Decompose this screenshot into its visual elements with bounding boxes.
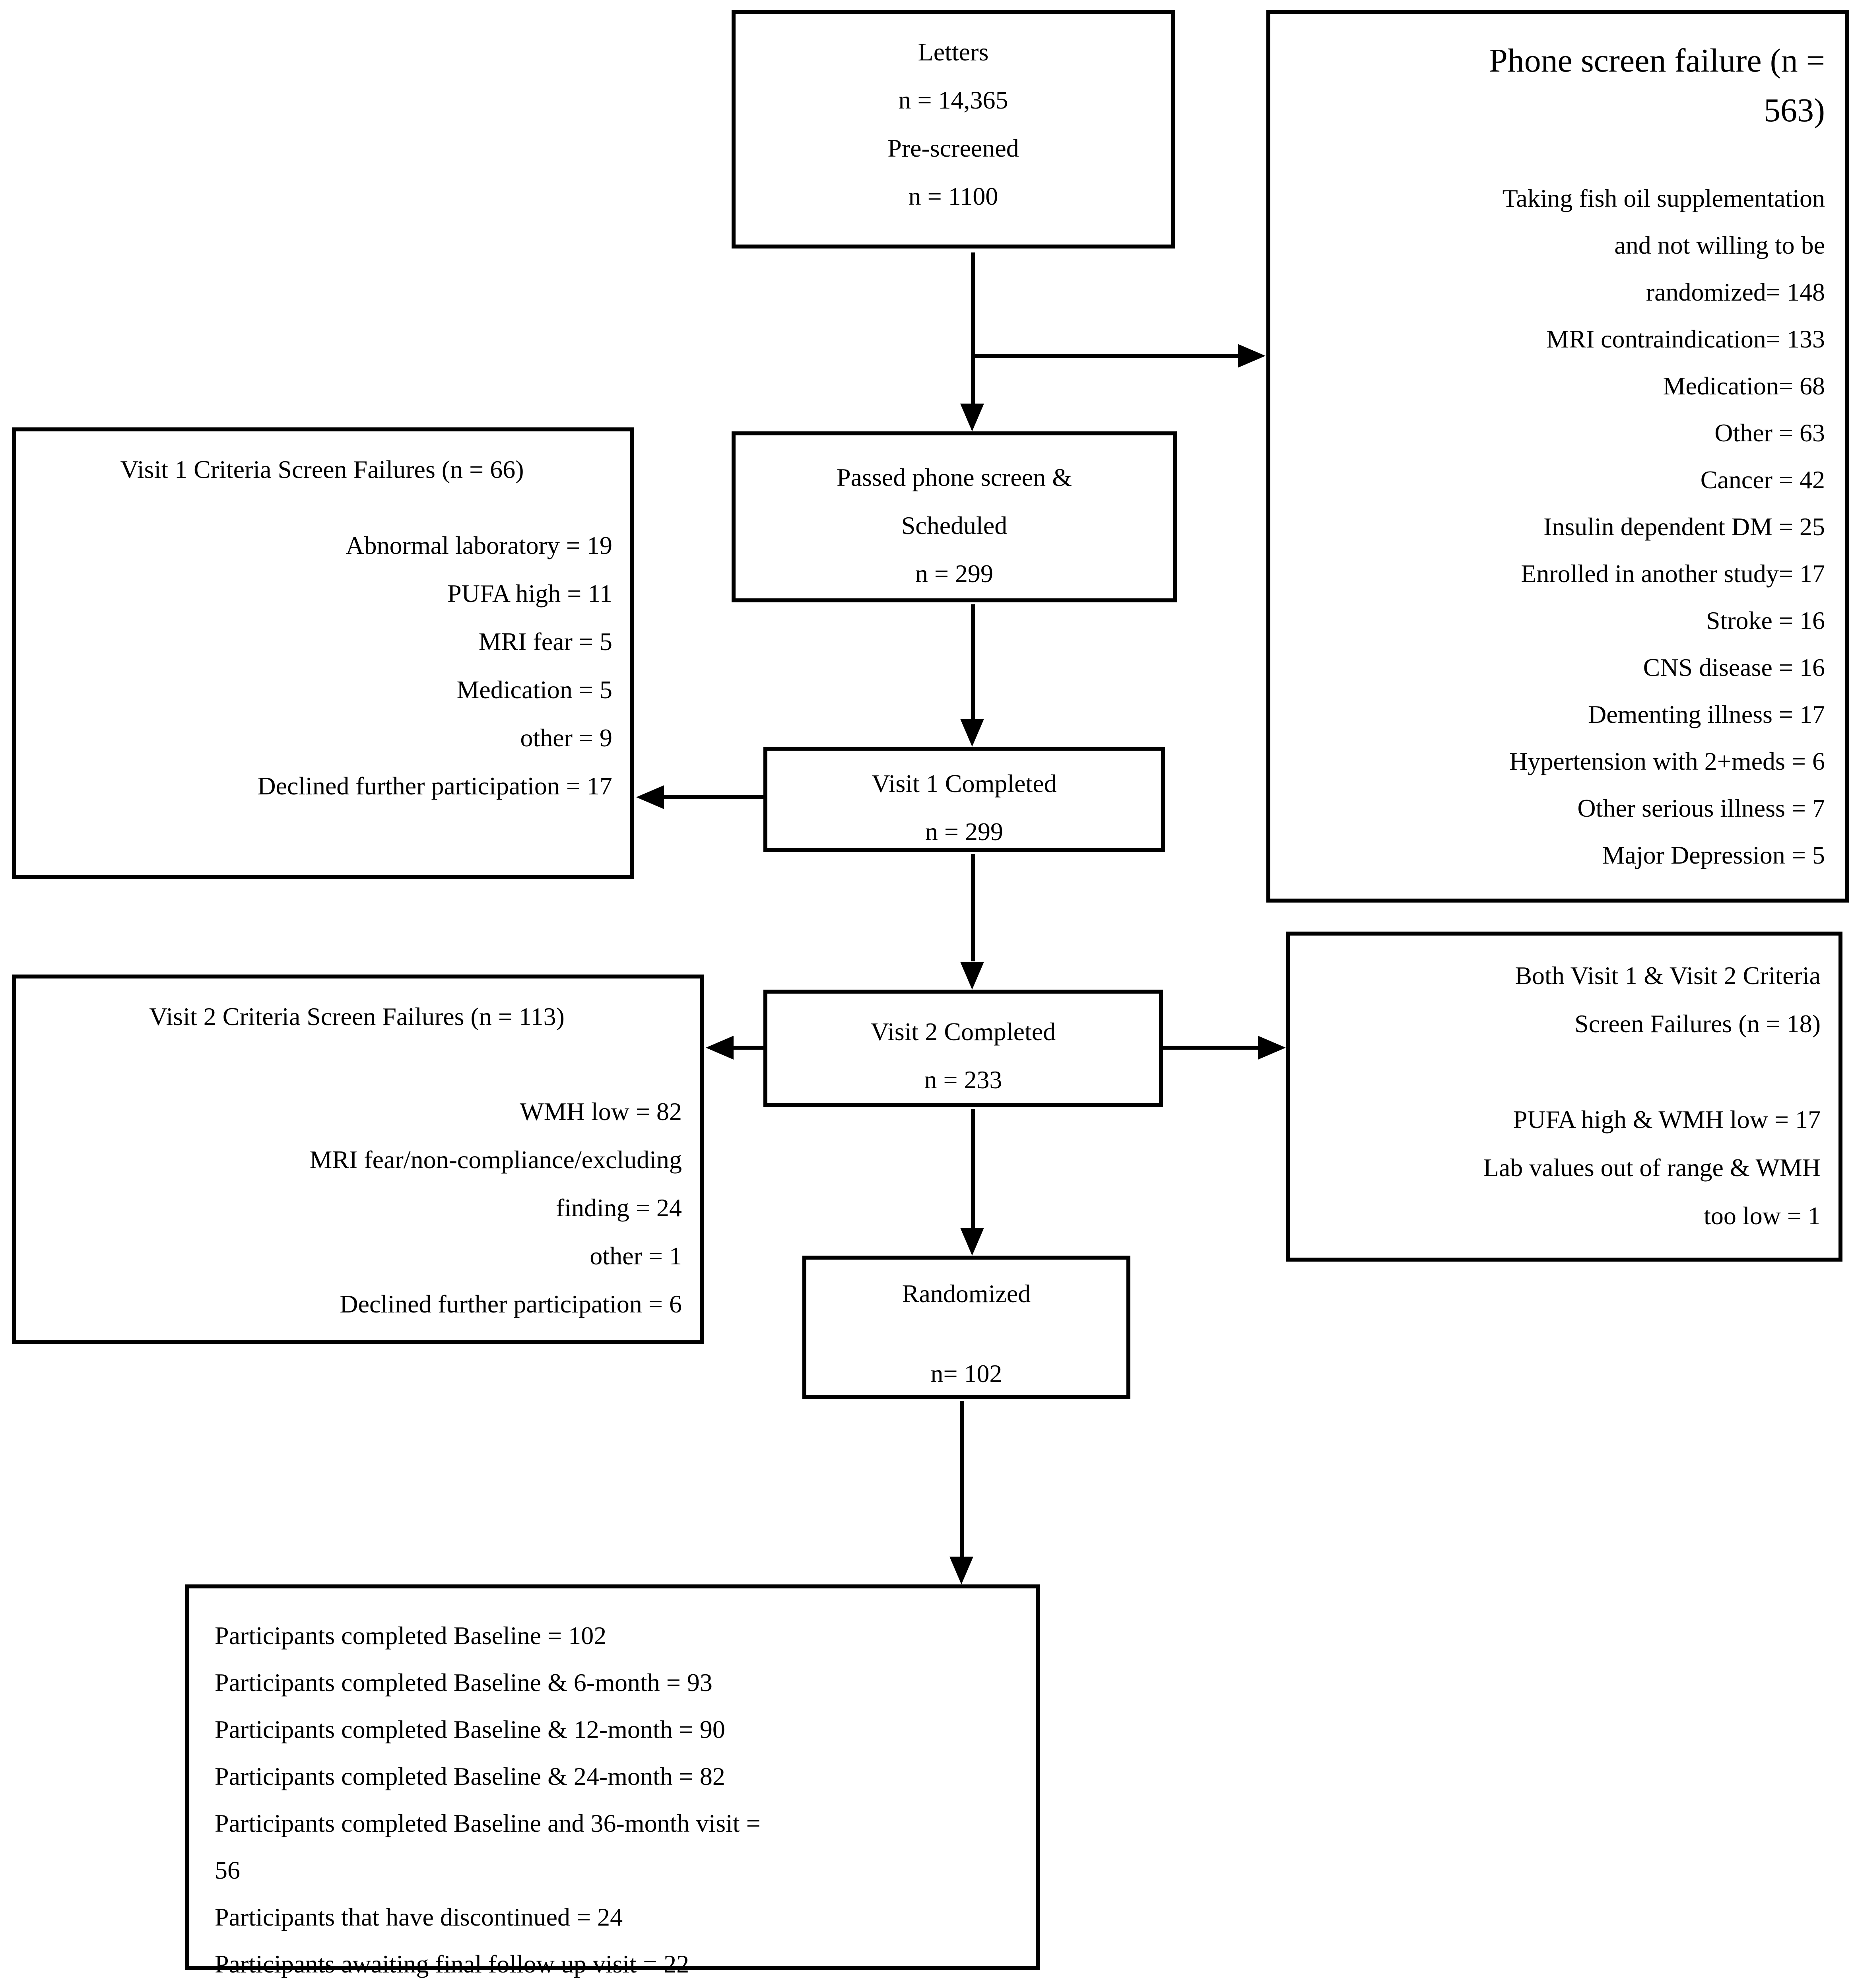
failure-reason: Declined further participation = 6	[340, 1290, 682, 1318]
participants-line: Participants completed Baseline and 36-m…	[215, 1809, 761, 1837]
arrowhead-into-both-failures	[1258, 1036, 1286, 1060]
arrowhead-into-passed	[960, 404, 984, 431]
failure-reason: Insulin dependent DM = 25	[1543, 513, 1825, 541]
failure-reason: Stroke = 16	[1706, 606, 1825, 635]
visit1-criteria-failures-items: Abnormal laboratory = 19 PUFA high = 11 …	[32, 521, 612, 810]
visit2-completed-box: Visit 2 Completed n = 233	[763, 990, 1163, 1107]
connector-letters-to-passed	[971, 252, 975, 410]
prescreened-n: n = 1100	[908, 182, 998, 210]
failure-reason: too low = 1	[1704, 1202, 1821, 1230]
failure-reason: Major Depression = 5	[1602, 841, 1825, 869]
letters-n: n = 14,365	[898, 86, 1008, 114]
failure-reason: PUFA high = 11	[447, 579, 612, 608]
connector-visit2-to-randomized	[971, 1109, 975, 1228]
failure-reason: MRI fear = 5	[478, 627, 612, 656]
failure-reason: Medication= 68	[1663, 372, 1825, 400]
participants-line: Participants that have discontinued = 24	[215, 1903, 623, 1931]
participants-line: Participants completed Baseline & 12-mon…	[215, 1715, 725, 1743]
failure-reason: PUFA high & WMH low = 17	[1513, 1105, 1821, 1134]
visit1-criteria-failures-box: Visit 1 Criteria Screen Failures (n = 66…	[12, 427, 634, 879]
failure-reason: Declined further participation = 17	[257, 772, 612, 800]
letters-box: Letters n = 14,365 Pre-screened n = 1100	[732, 10, 1175, 248]
participants-line: Participants completed Baseline = 102	[215, 1621, 607, 1650]
arrowhead-into-participants	[949, 1557, 973, 1584]
failure-reason: Other serious illness = 7	[1577, 794, 1825, 822]
failure-reason: MRI contraindication= 133	[1546, 325, 1825, 353]
visit1-criteria-failures-title: Visit 1 Criteria Screen Failures (n = 66…	[120, 455, 524, 483]
arrowhead-into-visit2-failures	[706, 1036, 734, 1060]
failure-reason: and not willing to be	[1614, 231, 1825, 259]
failure-reason: Other = 63	[1714, 419, 1825, 447]
phone-screen-failure-box: Phone screen failure (n = 563) Taking fi…	[1266, 10, 1849, 903]
both-visits-failures-title: Both Visit 1 & Visit 2 Criteria Screen F…	[1515, 961, 1821, 1038]
failure-reason: Enrolled in another study= 17	[1521, 559, 1825, 588]
connector-visit1-to-failures	[663, 795, 763, 799]
both-visits-failures-items: PUFA high & WMH low = 17 Lab values out …	[1306, 1095, 1821, 1240]
phone-screen-failure-title: Phone screen failure (n = 563)	[1489, 42, 1825, 129]
failure-reason: finding = 24	[556, 1194, 682, 1222]
failure-reason: Hypertension with 2+meds = 6	[1509, 747, 1825, 775]
arrowhead-into-visit2	[960, 962, 984, 990]
participants-line: Participants completed Baseline & 6-mont…	[215, 1668, 712, 1697]
arrowhead-into-visit1	[960, 719, 984, 747]
arrowhead-into-randomized	[960, 1228, 984, 1256]
arrowhead-into-phone-failure	[1238, 344, 1266, 368]
failure-reason: Cancer = 42	[1700, 466, 1825, 494]
participants-box: Participants completed Baseline = 102 Pa…	[185, 1584, 1040, 1978]
phone-screen-failure-items: Taking fish oil supplementation and not …	[1286, 175, 1825, 879]
participants-line: Participants completed Baseline & 24-mon…	[215, 1762, 725, 1790]
arrowhead-into-visit1-failures	[636, 785, 664, 809]
failure-reason: CNS disease = 16	[1643, 653, 1825, 681]
both-visits-failures-box: Both Visit 1 & Visit 2 Criteria Screen F…	[1286, 932, 1842, 1262]
failure-reason: randomized= 148	[1646, 278, 1825, 306]
participants-line: Participants awaiting final follow up vi…	[215, 1950, 689, 1978]
connector-randomized-to-participants	[960, 1401, 964, 1558]
failure-reason: Taking fish oil supplementation	[1502, 184, 1825, 212]
passed-phone-screen-box: Passed phone screen & Scheduled n = 299	[732, 431, 1177, 602]
failure-reason: Dementing illness = 17	[1588, 700, 1825, 728]
visit2-criteria-failures-box: Visit 2 Criteria Screen Failures (n = 11…	[12, 975, 704, 1344]
connector-to-phone-failure	[971, 354, 1241, 358]
failure-reason: other = 9	[520, 724, 612, 752]
visit1-completed-box: Visit 1 Completed n = 299	[763, 747, 1165, 852]
failure-reason: MRI fear/non-compliance/excluding	[309, 1145, 682, 1174]
visit2-criteria-failures-items: WMH low = 82 MRI fear/non-compliance/exc…	[32, 1087, 682, 1328]
failure-reason: other = 1	[590, 1242, 682, 1270]
failure-reason: Medication = 5	[456, 676, 612, 704]
connector-passed-to-visit1	[971, 604, 975, 720]
failure-reason: Abnormal laboratory = 19	[346, 531, 612, 559]
visit2-criteria-failures-title: Visit 2 Criteria Screen Failures (n = 11…	[149, 1002, 565, 1031]
prescreened-line: Pre-screened	[887, 134, 1019, 162]
participants-line: 56	[215, 1856, 240, 1884]
connector-visit1-to-visit2	[971, 854, 975, 961]
connector-visit2-to-failures	[733, 1046, 763, 1050]
letters-line: Letters	[918, 38, 989, 66]
failure-reason: Lab values out of range & WMH	[1483, 1153, 1821, 1182]
failure-reason: WMH low = 82	[520, 1097, 682, 1126]
randomized-box: Randomized n= 102	[802, 1256, 1130, 1399]
connector-visit2-to-both-failures	[1163, 1046, 1258, 1050]
